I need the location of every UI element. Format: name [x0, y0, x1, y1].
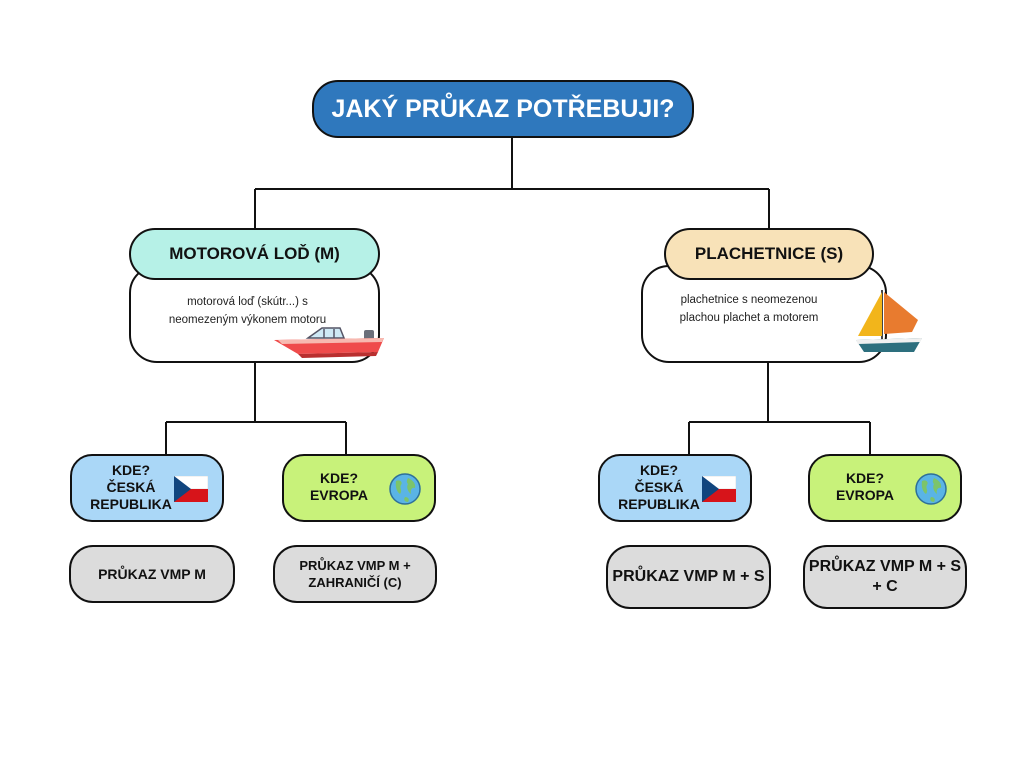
option-sail-czech: KDE? ČESKÁ REPUBLIKA — [598, 454, 752, 522]
where-label: KDE? EVROPA — [835, 470, 895, 503]
motorboat-icon — [274, 327, 384, 358]
sailboat-description: plachetnice s neomezenou plachou plachet… — [641, 265, 887, 363]
sailboat-icon — [856, 290, 922, 352]
license-vmp-m-s: PRŮKAZ VMP M + S — [606, 545, 771, 609]
category-motorboat: MOTOROVÁ LOĎ (M) — [129, 228, 380, 280]
option-motor-europe: KDE? EVROPA — [282, 454, 436, 522]
license-vmp-m-c: PRŮKAZ VMP M + ZAHRANIČÍ (C) — [273, 545, 437, 603]
where-label: KDE? ČESKÁ REPUBLIKA — [90, 462, 172, 512]
globe-icon — [915, 473, 947, 505]
where-label: KDE? EVROPA — [309, 470, 369, 503]
option-sail-europe: KDE? EVROPA — [808, 454, 962, 522]
license-vmp-m: PRŮKAZ VMP M — [69, 545, 235, 603]
where-label: KDE? ČESKÁ REPUBLIKA — [618, 462, 700, 512]
option-motor-czech: KDE? ČESKÁ REPUBLIKA — [70, 454, 224, 522]
czech-flag-icon — [702, 476, 736, 502]
czech-flag-icon — [174, 476, 208, 502]
license-vmp-m-s-c: PRŮKAZ VMP M + S + C — [803, 545, 967, 609]
category-sailboat: PLACHETNICE (S) — [664, 228, 874, 280]
diagram-title: JAKÝ PRŮKAZ POTŘEBUJI? — [312, 80, 694, 138]
globe-icon — [389, 473, 421, 505]
